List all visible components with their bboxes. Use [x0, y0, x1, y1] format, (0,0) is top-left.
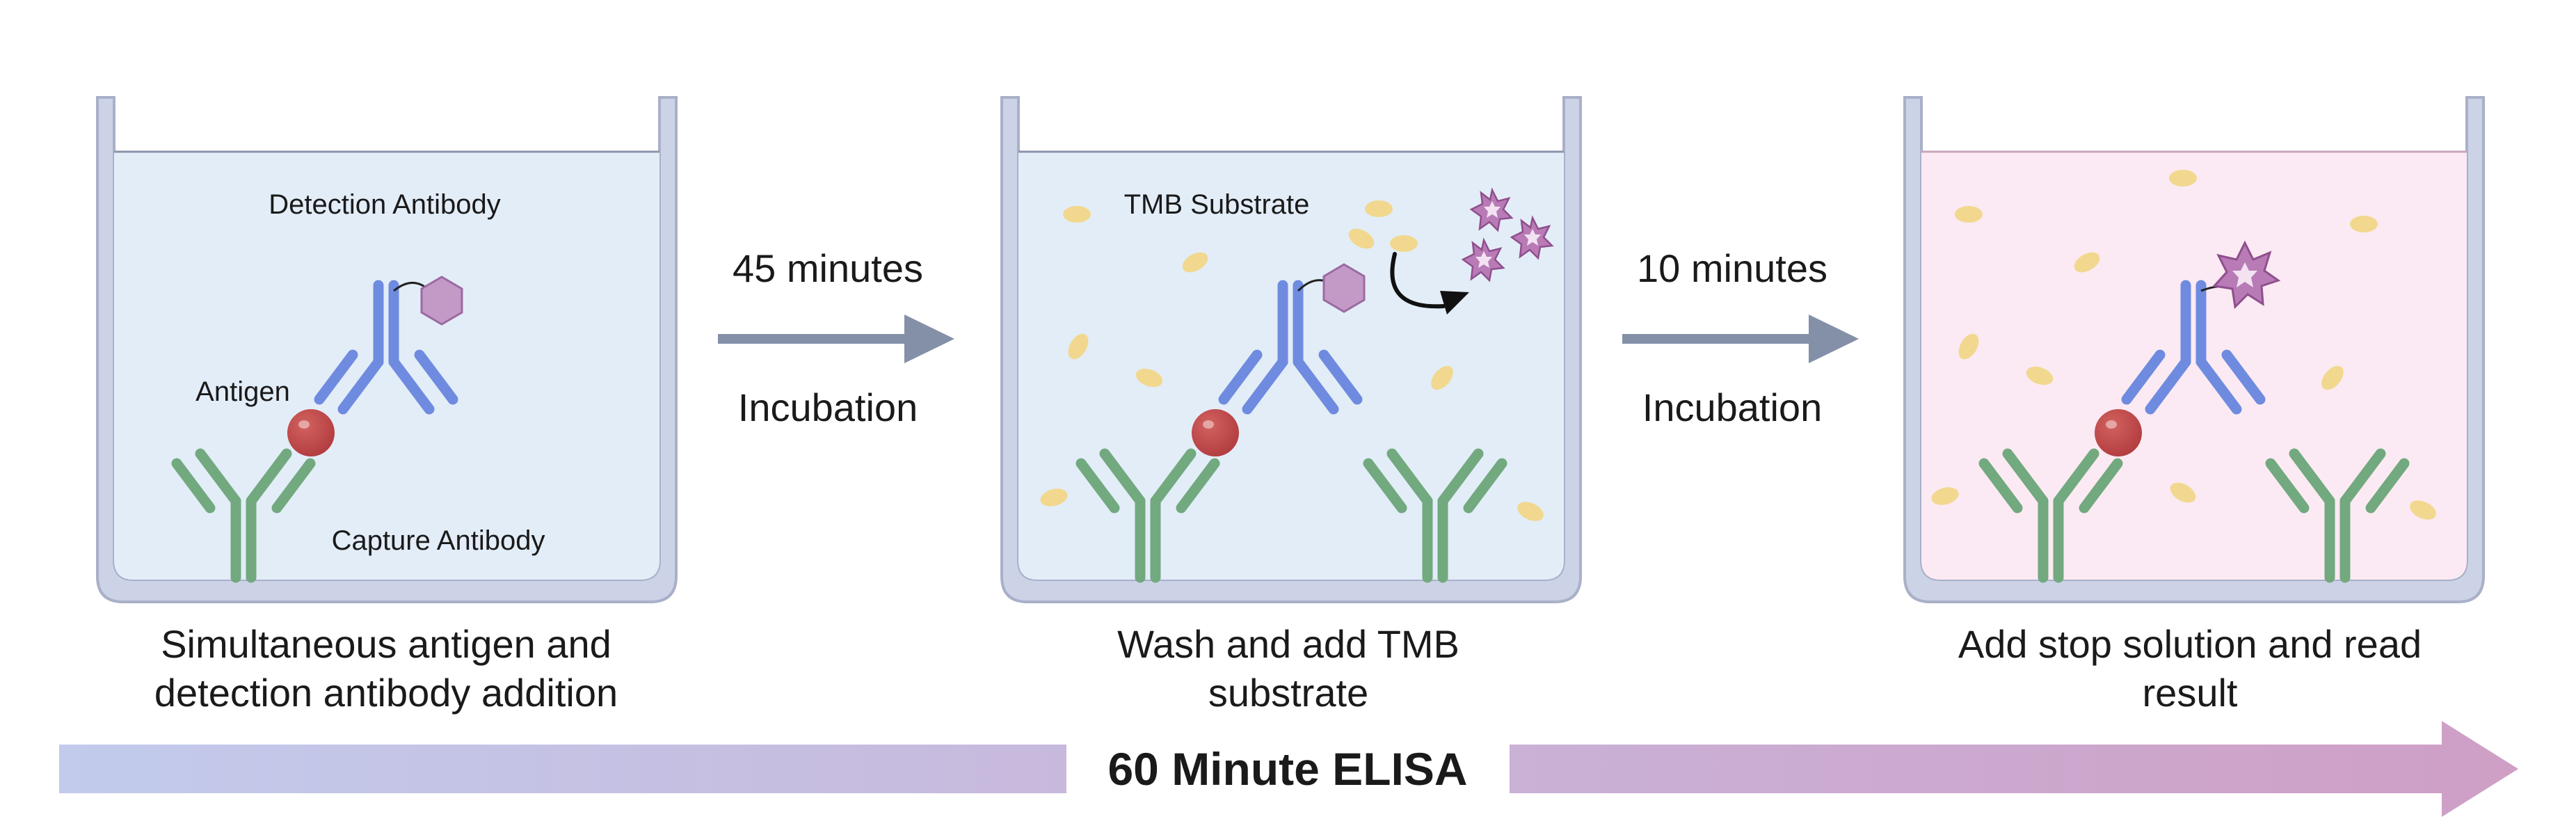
step-arrow-1: 45 minutes Incubation	[718, 246, 954, 429]
enzyme-hexagon-icon	[420, 276, 463, 326]
substrate-oval-icon	[1068, 333, 1089, 360]
step-time-label: 10 minutes	[1637, 246, 1827, 290]
substrate-oval-icon	[1931, 487, 1959, 505]
well-liquid	[1018, 152, 1564, 580]
substrate-oval-icon	[2410, 500, 2436, 520]
well-panel-3: Add stop solution and read result	[1903, 96, 2485, 715]
substrate-particles	[1040, 200, 1544, 521]
caption-line-1: Simultaneous antigen and	[161, 622, 611, 666]
antigen-sphere-icon	[2095, 409, 2142, 456]
substrate-oval-icon	[1348, 228, 1375, 249]
substrate-oval-icon	[2026, 366, 2054, 385]
well-panel-2: TMB Substrate Wash and add TMB substrate	[1000, 96, 1582, 715]
substrate-oval-icon	[1390, 235, 1418, 252]
timeline-title: 60 Minute ELISA	[1107, 743, 1467, 795]
timeline-bar-left	[59, 745, 1066, 793]
antigen-sphere-icon	[1192, 409, 1239, 456]
step-action-label: Incubation	[1642, 385, 1822, 429]
step-arrow-2: 10 minutes Incubation	[1622, 246, 1859, 429]
antigen-sphere-icon	[287, 409, 335, 456]
well-panel-1: Detection Antibody Antigen Capture Antib…	[96, 96, 678, 715]
well-liquid	[114, 152, 659, 580]
substrate-oval-icon	[1182, 252, 1208, 273]
caption-line-2: result	[2143, 671, 2238, 715]
substrate-oval-icon	[1958, 333, 1979, 360]
reaction-arrow-head-icon	[1440, 291, 1469, 315]
caption-line-2: substrate	[1208, 671, 1368, 715]
substrate-oval-icon	[1063, 206, 1091, 223]
substrate-oval-icon	[2169, 170, 2197, 186]
substrate-oval-icon	[1431, 365, 1453, 390]
caption-line-1: Add stop solution and read	[1958, 622, 2422, 666]
label-antigen: Antigen	[195, 376, 290, 407]
substrate-oval-icon	[1040, 488, 1068, 507]
substrate-oval-icon	[1955, 206, 1983, 223]
substrate-oval-icon	[2350, 216, 2378, 232]
substrate-oval-icon	[2321, 365, 2344, 390]
timeline-bar-right	[1510, 745, 2445, 793]
label-detection-antibody: Detection Antibody	[269, 189, 501, 220]
substrate-oval-icon	[2074, 252, 2100, 273]
step-time-label: 45 minutes	[733, 246, 923, 290]
substrate-oval-icon	[1135, 368, 1163, 388]
substrate-oval-icon	[2170, 482, 2196, 503]
timeline: 60 Minute ELISA	[59, 721, 2518, 817]
caption-line-1: Wash and add TMB	[1117, 622, 1459, 666]
reaction-curved-arrow-icon	[1390, 252, 1446, 309]
substrate-particles	[1931, 170, 2436, 520]
enzyme-hexagon-icon	[1322, 263, 1366, 313]
caption-line-2: detection antibody addition	[154, 671, 618, 715]
arrow-head-icon	[1809, 315, 1859, 363]
step-action-label: Incubation	[738, 385, 918, 429]
substrate-oval-icon	[1365, 200, 1393, 217]
substrate-oval-icon	[1517, 502, 1544, 521]
arrow-head-icon	[904, 315, 954, 363]
label-capture-antibody: Capture Antibody	[332, 525, 545, 556]
label-substrate: TMB Substrate	[1124, 189, 1310, 220]
well-liquid	[1921, 152, 2467, 580]
timeline-arrow-head-icon	[2442, 721, 2518, 817]
